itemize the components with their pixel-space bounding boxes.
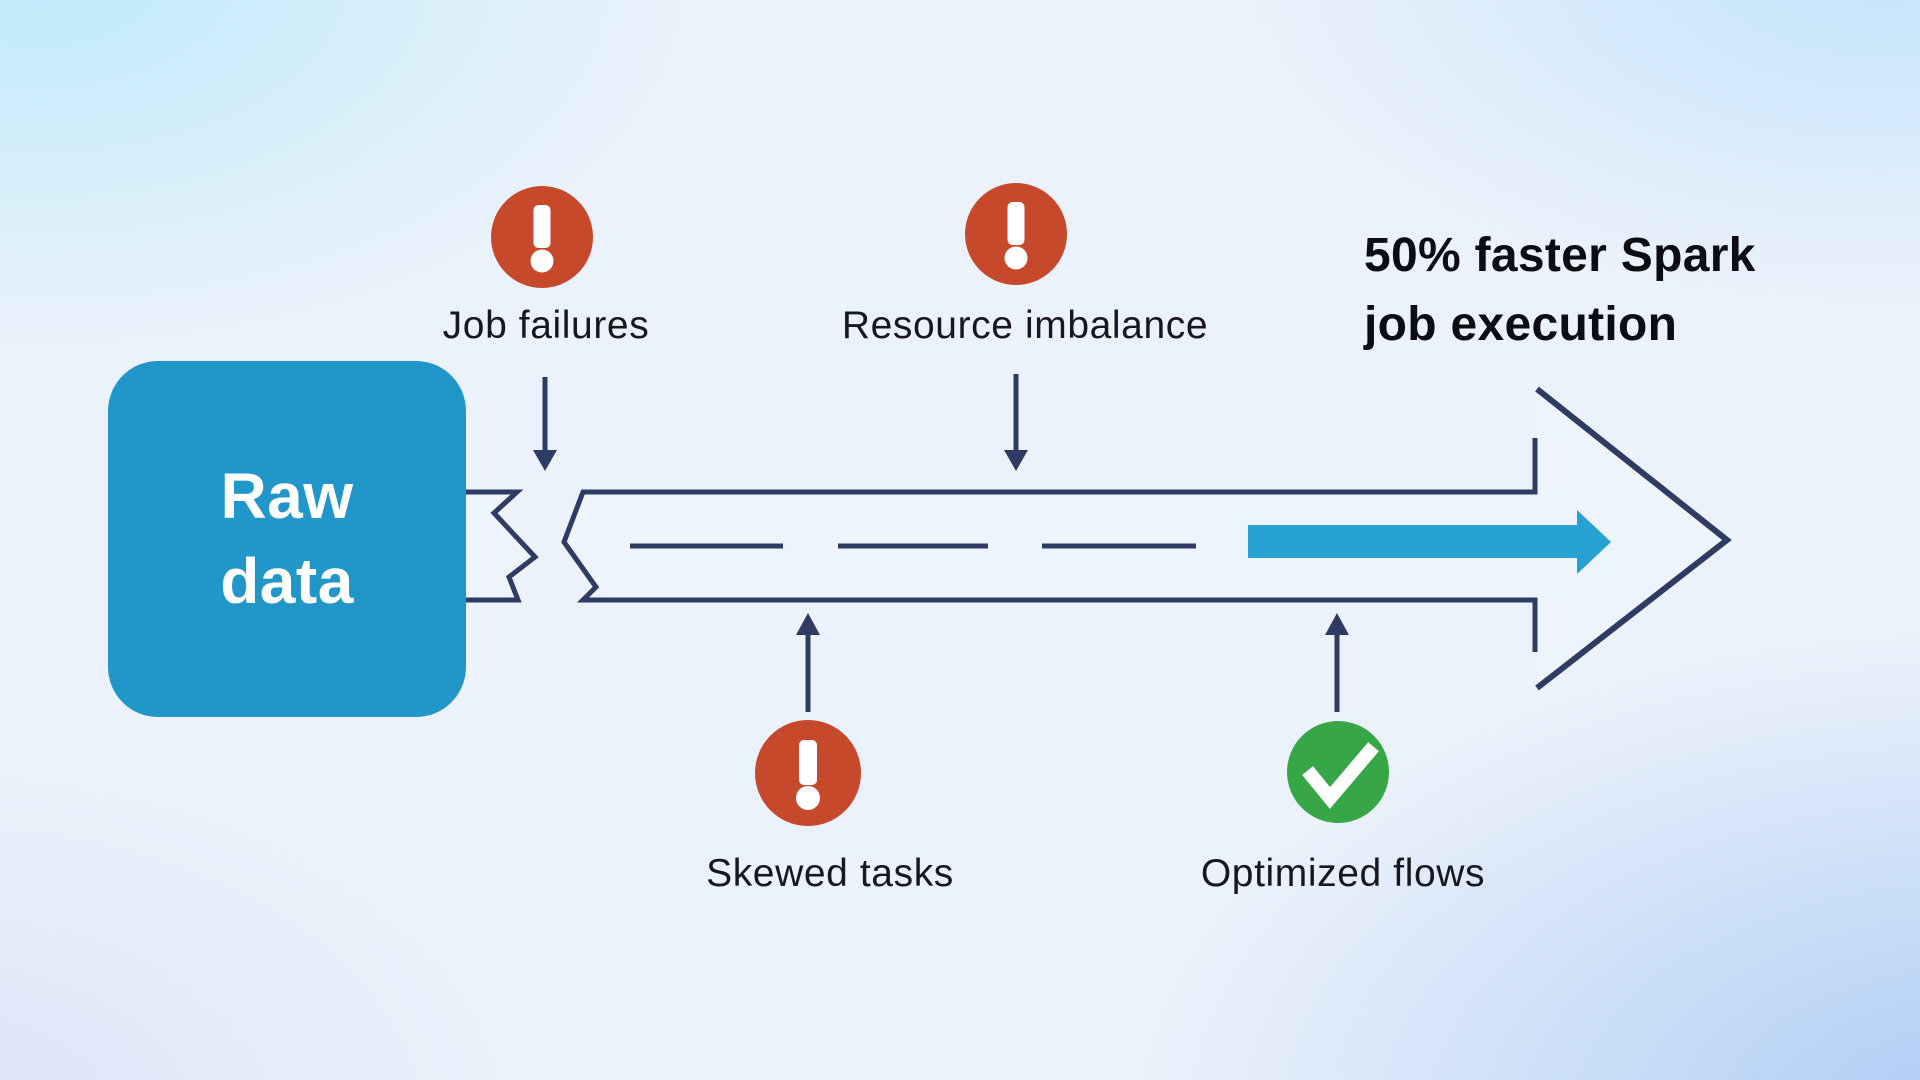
down-arrow-job-failures bbox=[533, 377, 557, 471]
label-optimized-flows: Optimized flows bbox=[1200, 852, 1486, 895]
label-job-failures: Job failures bbox=[442, 304, 650, 347]
label-resource-imbalance: Resource imbalance bbox=[841, 304, 1209, 347]
headline-line-1: 50% faster Spark bbox=[1364, 229, 1756, 282]
warning-icon bbox=[965, 183, 1067, 285]
up-arrow-skewed-tasks bbox=[796, 613, 820, 712]
optimized-flow-arrow bbox=[1248, 510, 1611, 574]
pipeline-stub-fill bbox=[465, 492, 535, 600]
headline: 50% faster Spark job execution bbox=[1364, 221, 1844, 359]
warning-icon bbox=[755, 720, 861, 826]
warning-icon bbox=[491, 186, 593, 288]
raw-data-box: Raw data bbox=[108, 361, 466, 717]
down-arrow-resource-imbalance bbox=[1004, 374, 1028, 471]
raw-data-label: Raw data bbox=[220, 460, 354, 617]
pipeline-arrowhead-fill bbox=[1537, 389, 1727, 688]
check-icon bbox=[1287, 721, 1389, 823]
label-skewed-tasks: Skewed tasks bbox=[706, 852, 954, 895]
pipeline-stub-outline bbox=[465, 489, 539, 603]
up-arrow-optimized-flows bbox=[1325, 613, 1349, 712]
headline-line-2: job execution bbox=[1364, 298, 1678, 351]
pipeline-body-outline bbox=[561, 438, 1538, 652]
pipeline-arrowhead-outline bbox=[1535, 386, 1732, 691]
